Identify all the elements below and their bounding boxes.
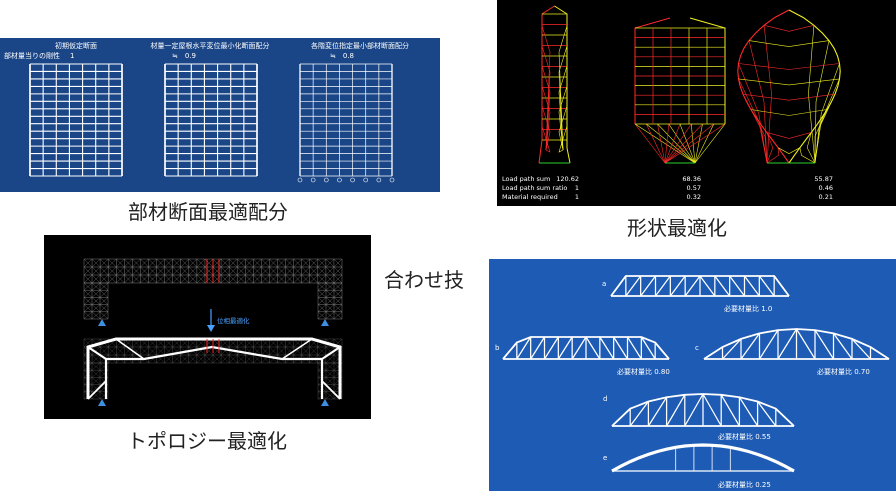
- frame1-stiffness-value: 1: [70, 52, 74, 60]
- building-frame-3: [297, 63, 395, 183]
- topology-optimized-structure: [83, 337, 343, 400]
- shape-figure: Load path sum 120.62 68.36 55.87 Load pa…: [502, 5, 841, 201]
- frame1-title: 初期仮定断面: [55, 41, 97, 50]
- truss-a: [610, 275, 790, 297]
- truss-c: [703, 328, 890, 360]
- truss-a-letter: a: [602, 280, 606, 288]
- shape-optimization-panel: Load path sum 120.62 68.36 55.87 Load pa…: [497, 0, 896, 206]
- caption-section-optimization: 部材断面最適配分: [128, 200, 288, 224]
- shape-structure-2: [634, 17, 726, 164]
- row3-value2: 0.32: [687, 193, 701, 201]
- topology-arrow-head: [207, 325, 215, 332]
- topology-arrow-label: 位相最適化: [217, 316, 250, 325]
- frame2-ratio: ≒ 0.9: [172, 52, 196, 60]
- combined-trusses-figure: a 必要材量比 1.0 b 必要材量比 0.80 c 必要材量比 0.70 d …: [495, 275, 890, 489]
- support-node: [337, 177, 342, 183]
- row2-value3: 0.46: [819, 184, 833, 192]
- row1-label: Load path sum: [502, 175, 550, 183]
- frame1-stiffness-label: 部材量当りの剛性: [4, 51, 60, 60]
- caption-topology-optimization: トポロジー最適化: [127, 429, 287, 453]
- row1-value1: 120.62: [556, 175, 579, 183]
- building-frame-2: [164, 63, 258, 177]
- building-frame-1: [29, 63, 123, 177]
- shape-structure-1: [538, 5, 571, 164]
- row3-value1: 1: [575, 193, 579, 201]
- truss-c-letter: c: [695, 344, 699, 352]
- truss-c-ratio: 必要材量比 0.70: [817, 367, 870, 376]
- truss-d: [611, 393, 795, 427]
- shape-table: Load path sum 120.62 68.36 55.87 Load pa…: [502, 175, 833, 201]
- combined-optimization-panel: a 必要材量比 1.0 b 必要材量比 0.80 c 必要材量比 0.70 d …: [489, 259, 896, 491]
- support-node: [376, 177, 382, 183]
- caption-combined: 合わせ技: [384, 268, 464, 292]
- section-frames-figure: 初期仮定断面 部材量当りの剛性 1 材量一定屋根水平変位最小化断面配分 ≒ 0.…: [4, 41, 409, 183]
- row1-value2: 68.36: [682, 175, 701, 183]
- support-triangle: [321, 319, 329, 326]
- caption-shape-optimization: 形状最適化: [627, 216, 727, 240]
- frame3-title: 各階変位指定最小部材断面配分: [311, 41, 409, 50]
- support-triangle: [98, 399, 106, 406]
- frame3-ratio: ≒ 0.8: [330, 52, 354, 60]
- support-triangle: [98, 319, 106, 326]
- row2-value2: 0.57: [687, 184, 701, 192]
- row3-label: Material required: [502, 193, 558, 201]
- truss-b-ratio: 必要材量比 0.80: [617, 367, 670, 376]
- support-node: [389, 177, 395, 183]
- truss-e-ratio: 必要材量比 0.25: [718, 480, 771, 489]
- truss-a-ratio: 必要材量比 1.0: [724, 304, 772, 313]
- row2-label: Load path sum ratio: [502, 184, 567, 192]
- row1-value3: 55.87: [814, 175, 833, 183]
- support-node: [323, 177, 329, 183]
- support-node: [363, 177, 369, 183]
- row3-value3: 0.21: [819, 193, 833, 201]
- support-triangle: [321, 399, 329, 406]
- truss-b-letter: b: [495, 344, 500, 352]
- topology-figure: 位相最適化: [83, 258, 343, 406]
- section-optimization-panel: 初期仮定断面 部材量当りの剛性 1 材量一定屋根水平変位最小化断面配分 ≒ 0.…: [0, 38, 440, 192]
- row2-value1: 1: [575, 184, 579, 192]
- support-node: [350, 177, 355, 183]
- truss-d-letter: d: [603, 395, 607, 403]
- truss-e-letter: e: [603, 454, 607, 462]
- topology-optimization-panel: 位相最適化: [44, 235, 371, 419]
- topology-ground-structure: [83, 258, 343, 320]
- frame2-title: 材量一定屋根水平変位最小化断面配分: [151, 41, 270, 50]
- shape-structure-3: [737, 9, 841, 164]
- support-node: [297, 177, 303, 183]
- truss-e: [611, 443, 795, 473]
- support-node: [310, 177, 316, 183]
- truss-d-ratio: 必要材量比 0.55: [718, 432, 771, 441]
- truss-b: [502, 336, 670, 360]
